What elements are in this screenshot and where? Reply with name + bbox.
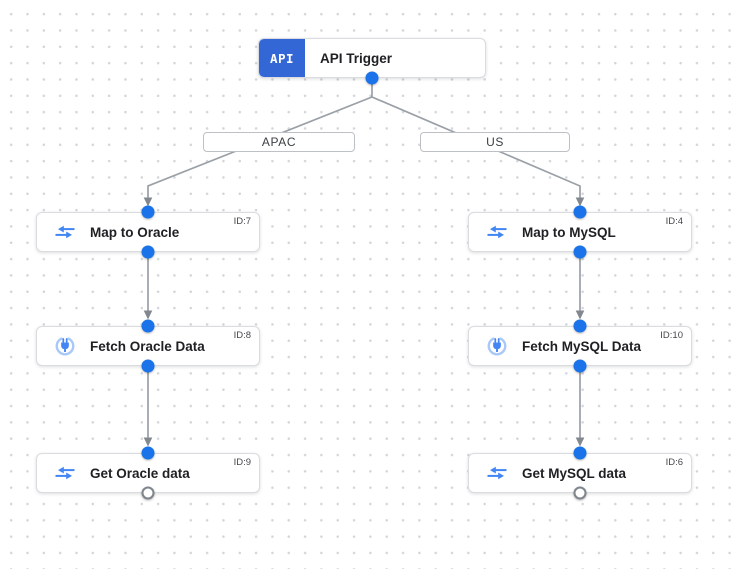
connection-dot[interactable] [141,319,155,333]
node-map-to-mysql[interactable]: Map to MySQL ID:4 [468,205,692,259]
node-title: Get MySQL data [522,465,627,481]
arrowhead-get-oracle [143,437,153,447]
node-id-label: ID:4 [665,216,683,227]
node-fetch-mysql-data[interactable]: Fetch MySQL Data ID:10 [468,319,692,373]
connection-dot[interactable] [141,205,155,219]
connection-dot[interactable] [573,245,587,259]
data-mapping-icon [53,461,77,485]
node-id-label: ID:10 [660,330,683,341]
connector-icon [485,334,509,358]
connection-dot[interactable] [573,205,587,219]
node-get-oracle-data[interactable]: Get Oracle data ID:9 [36,446,260,500]
connection-dot[interactable] [365,71,379,85]
connection-dot[interactable] [141,245,155,259]
branch-label-us-text: US [486,135,504,149]
api-badge: API [259,39,305,77]
terminal-dot[interactable] [141,486,155,500]
data-mapping-icon [485,461,509,485]
node-title: API Trigger [320,50,393,66]
node-id-label: ID:7 [233,216,251,227]
terminal-dot[interactable] [573,486,587,500]
node-title: Fetch MySQL Data [522,338,642,354]
node-api-trigger[interactable]: API API Trigger [258,38,486,85]
node-id-label: ID:8 [233,330,251,341]
node-id-label: ID:6 [665,457,683,468]
data-mapping-icon [485,220,509,244]
node-title: Map to MySQL [522,224,616,240]
node-id-label: ID:9 [233,457,251,468]
branch-label-apac[interactable]: APAC [203,132,355,152]
arrowhead-get-mysql [575,437,585,447]
connection-dot[interactable] [141,359,155,373]
node-title: Get Oracle data [90,465,190,481]
branch-label-apac-text: APAC [261,135,297,149]
node-title: Fetch Oracle Data [90,338,205,354]
node-get-mysql-data[interactable]: Get MySQL data ID:6 [468,446,692,500]
connection-dot[interactable] [573,319,587,333]
arrowhead-fetch-mysql [575,310,585,320]
arrowhead-fetch-oracle [143,310,153,320]
connection-dot[interactable] [573,359,587,373]
node-map-to-oracle[interactable]: Map to Oracle ID:7 [36,205,260,259]
connection-dot[interactable] [573,446,587,460]
data-mapping-icon [53,220,77,244]
node-fetch-oracle-data[interactable]: Fetch Oracle Data ID:8 [36,319,260,373]
connector-icon [53,334,77,358]
branch-label-us[interactable]: US [420,132,570,152]
connection-dot[interactable] [141,446,155,460]
node-title: Map to Oracle [90,224,180,240]
